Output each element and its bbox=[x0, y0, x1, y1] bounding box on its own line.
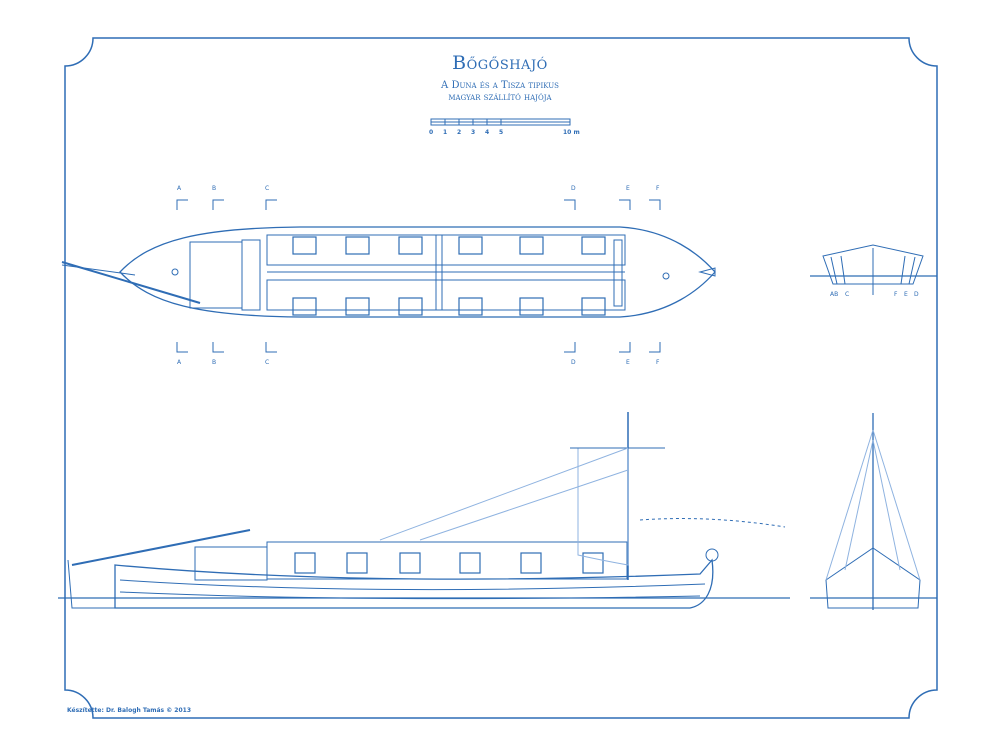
page-title: Bőgőshajó bbox=[452, 52, 548, 74]
author-credit: Készítette: Dr. Balogh Tamás © 2013 bbox=[67, 707, 191, 714]
front-view bbox=[810, 413, 937, 610]
section-label: E bbox=[626, 185, 630, 192]
section-label: AB bbox=[830, 291, 839, 298]
section-markers bbox=[176, 199, 661, 353]
section-label: C bbox=[845, 291, 850, 298]
section-label: D bbox=[914, 291, 919, 298]
section-label: D bbox=[571, 359, 576, 366]
subtitle-line-1: A Duna és a Tisza tipikus bbox=[441, 80, 559, 91]
scale-label: 4 bbox=[485, 129, 490, 136]
scale-bar bbox=[430, 118, 571, 126]
section-label: C bbox=[265, 185, 270, 192]
scale-label: 5 bbox=[499, 129, 504, 136]
scale-label: 2 bbox=[457, 129, 462, 136]
section-label: F bbox=[656, 185, 660, 192]
drawing-frame bbox=[64, 37, 938, 719]
plan-view bbox=[61, 226, 716, 318]
section-label: A bbox=[177, 185, 182, 192]
scale-label: 10 m bbox=[563, 129, 580, 136]
scale-label: 3 bbox=[471, 129, 476, 136]
section-label: F bbox=[656, 359, 660, 366]
section-label: F bbox=[894, 291, 898, 298]
section-label: A bbox=[177, 359, 182, 366]
scale-label: 1 bbox=[443, 129, 448, 136]
cross-section bbox=[810, 244, 937, 295]
subtitle-line-2: magyar szállító hajója bbox=[448, 92, 552, 103]
section-label: E bbox=[626, 359, 630, 366]
profile-view bbox=[58, 412, 790, 609]
scale-label: 0 bbox=[429, 129, 434, 136]
section-label: B bbox=[212, 359, 217, 366]
section-label: C bbox=[265, 359, 270, 366]
section-label: E bbox=[904, 291, 908, 298]
section-label: B bbox=[212, 185, 217, 192]
section-label: D bbox=[571, 185, 576, 192]
